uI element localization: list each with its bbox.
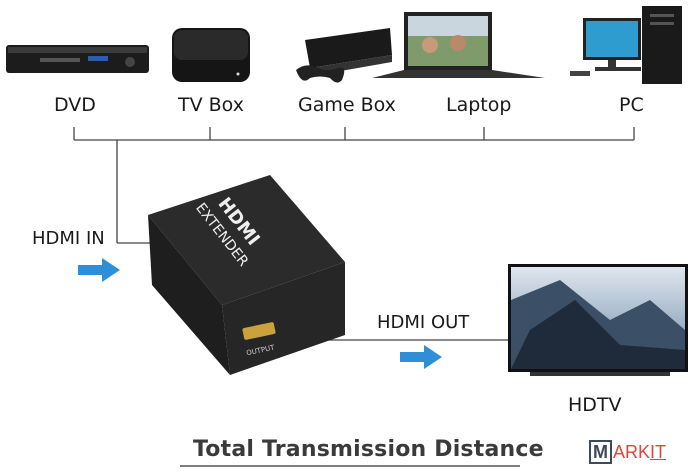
device-label-game-box: Game Box xyxy=(298,94,396,116)
device-label-dvd: DVD xyxy=(54,94,96,116)
logo-it: IT xyxy=(650,442,667,462)
logo-ark: ARK xyxy=(613,442,651,462)
hdmi-out-label: HDMI OUT xyxy=(377,312,470,333)
device-label-tv-box: TV Box xyxy=(178,94,244,116)
hdmi-in-label: HDMI IN xyxy=(32,228,105,249)
diagram-title: Total Transmission Distance xyxy=(193,437,544,462)
hdtv-icon xyxy=(508,264,688,376)
input-arrow-icon xyxy=(78,258,120,282)
tv-box-icon xyxy=(172,28,250,82)
output-arrow-icon xyxy=(400,345,442,369)
device-label-laptop: Laptop xyxy=(446,94,512,116)
hdtv-label: HDTV xyxy=(568,394,622,416)
device-label-pc: PC xyxy=(619,94,644,116)
desktop-pc-icon xyxy=(570,6,682,84)
connection-lines xyxy=(73,127,635,341)
game-console-icon xyxy=(296,28,392,83)
logo-m: M xyxy=(589,440,612,464)
laptop-icon xyxy=(372,12,545,78)
hdmi-port-icon xyxy=(242,322,276,340)
dvd-player-icon xyxy=(6,45,149,73)
hdmi-extender-device: HDMI EXTENDER OUTPUT xyxy=(148,175,345,375)
